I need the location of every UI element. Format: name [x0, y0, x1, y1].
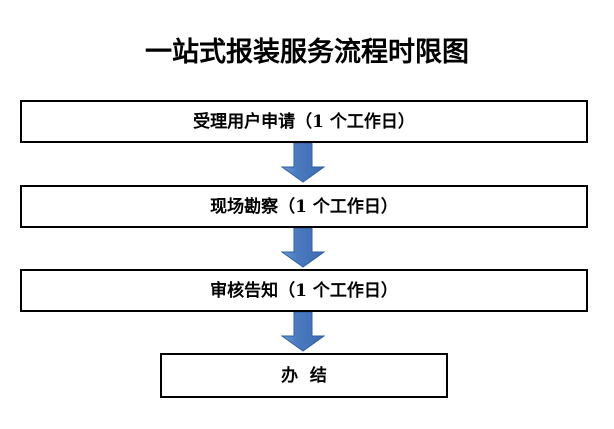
- flow-node-label: 审核告知（1 个工作日）: [210, 280, 398, 301]
- down-arrow-icon: [281, 228, 325, 268]
- flow-node-completed[interactable]: 办 结: [160, 353, 448, 398]
- flow-node-label: 办 结: [281, 365, 327, 386]
- flow-node-review-notice[interactable]: 审核告知（1 个工作日）: [20, 269, 588, 312]
- flow-node-site-survey[interactable]: 现场勘察（1 个工作日）: [20, 185, 588, 228]
- flow-node-label: 受理用户申请（1 个工作日）: [193, 111, 415, 132]
- flow-node-label: 现场勘察（1 个工作日）: [210, 196, 398, 217]
- down-arrow-icon: [281, 143, 325, 183]
- flow-node-receive-application[interactable]: 受理用户申请（1 个工作日）: [20, 100, 588, 143]
- page-title: 一站式报装服务流程时限图: [145, 37, 469, 68]
- down-arrow-icon: [281, 312, 325, 352]
